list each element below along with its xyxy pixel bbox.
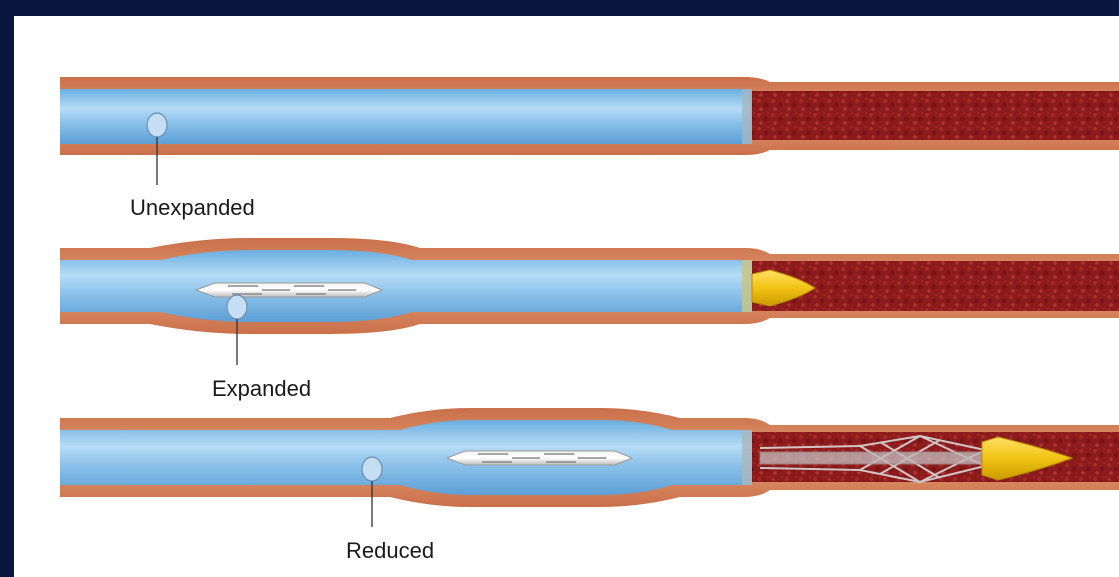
label-reduced: Reduced xyxy=(346,538,434,563)
label-expanded: Expanded xyxy=(212,376,311,401)
marker-dot xyxy=(147,113,167,137)
stent-device xyxy=(196,283,382,297)
label-unexpanded: Unexpanded xyxy=(130,195,255,220)
catheter-sheath xyxy=(60,420,752,495)
stent-device xyxy=(447,451,632,465)
clot-segment xyxy=(752,91,1119,140)
marker-dot xyxy=(227,295,247,319)
marker-dot xyxy=(362,457,382,481)
catheter-sheath xyxy=(60,250,752,322)
